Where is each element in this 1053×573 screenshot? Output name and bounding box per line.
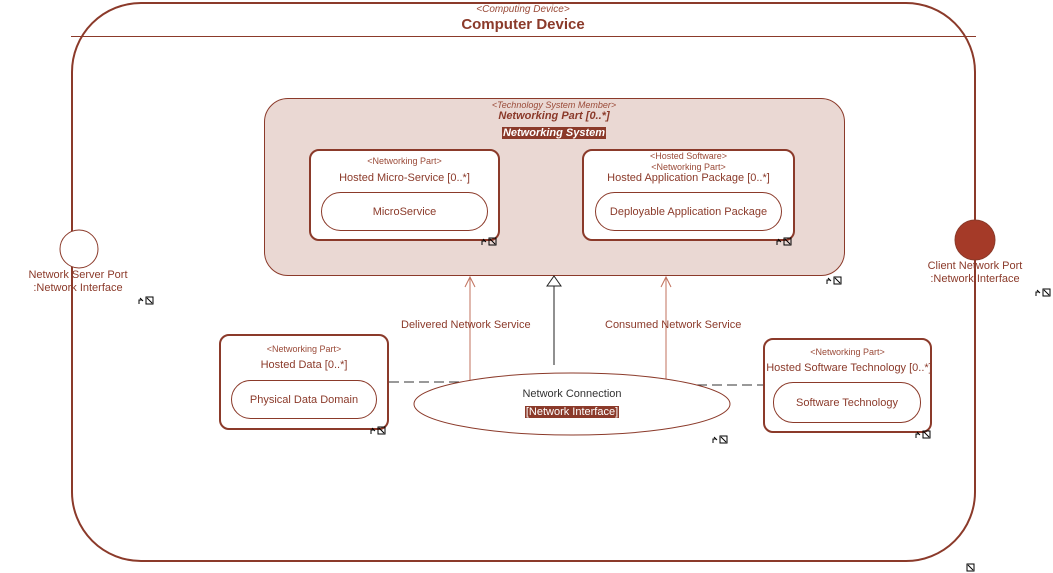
system-link-icon	[826, 276, 842, 285]
app-package-link-icon	[776, 237, 792, 246]
connection-title: Network Connection	[522, 388, 622, 400]
system-subtitle: Networking System	[501, 127, 607, 139]
server-port-label-1: Network Server Port	[28, 269, 128, 281]
delivered-arrow-head	[464, 275, 476, 288]
generalization-triangle	[546, 275, 562, 287]
server-port-circle[interactable]	[59, 229, 99, 269]
software-technology-inner[interactable]: Software Technology	[773, 382, 921, 423]
software-tech-title: Hosted Software Technology [0..*]	[766, 362, 932, 374]
app-package-title: Hosted Application Package [0..*]	[607, 172, 770, 184]
deployable-package-inner[interactable]: Deployable Application Package	[595, 192, 782, 231]
consumed-flow-label: Consumed Network Service	[605, 319, 742, 331]
delivered-flow-label: Delivered Network Service	[401, 319, 531, 331]
hosted-data-stereotype: <Networking Part>	[266, 344, 342, 354]
device-link-icon	[966, 563, 975, 572]
hosted-data-title: Hosted Data [0..*]	[260, 359, 348, 371]
software-tech-link-icon	[915, 430, 931, 439]
device-header-divider	[71, 36, 976, 37]
server-port-label-2: :Network Interface	[33, 282, 123, 294]
connection-link-icon	[712, 435, 728, 444]
device-stereotype: <Computing Device>	[476, 4, 570, 15]
client-port-circle[interactable]	[954, 219, 996, 261]
physical-data-domain-inner[interactable]: Physical Data Domain	[231, 380, 377, 419]
computer-device-container[interactable]	[71, 2, 976, 562]
hosted-data-link-icon	[370, 426, 386, 435]
micro-service-stereotype: <Networking Part>	[367, 156, 442, 166]
client-port-link-icon	[1035, 288, 1051, 297]
connection-type-wrap: [Network Interface]	[472, 402, 672, 420]
consumed-arrow-head	[660, 275, 672, 288]
micro-service-link-icon	[481, 237, 497, 246]
client-port-label-1: Client Network Port	[927, 260, 1023, 272]
software-tech-stereotype: <Networking Part>	[810, 347, 885, 357]
server-port-link-icon	[138, 296, 154, 305]
client-port-label-2: :Network Interface	[930, 273, 1020, 285]
system-subtitle-wrap: Networking System	[404, 123, 704, 141]
micro-service-title: Hosted Micro-Service [0..*]	[339, 172, 470, 184]
network-connection-ellipse[interactable]	[413, 372, 731, 436]
device-title: Computer Device	[461, 16, 585, 33]
microservice-inner[interactable]: MicroService	[321, 192, 488, 231]
connection-type: [Network Interface]	[524, 406, 620, 418]
system-stereotype: <Technology System Member>	[491, 100, 617, 110]
app-package-stereotype-2: <Networking Part>	[651, 162, 726, 172]
system-title: Networking Part [0..*]	[498, 110, 610, 122]
app-package-stereotype-1: <Hosted Software>	[649, 151, 728, 161]
